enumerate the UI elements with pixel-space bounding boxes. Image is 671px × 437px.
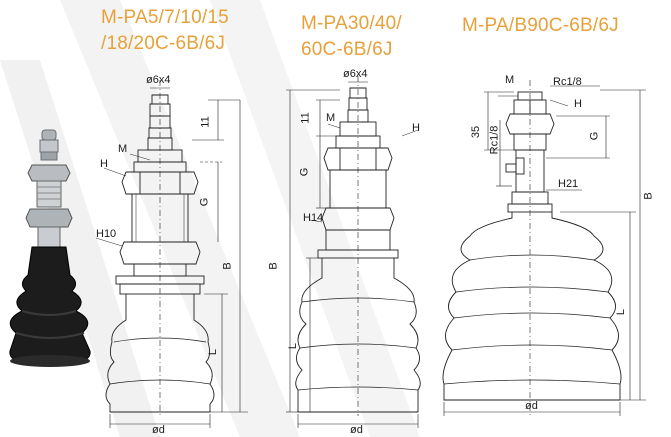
d1-h10-label: H10	[96, 228, 117, 240]
d2-m-label: M	[326, 112, 336, 124]
d2-g-label: G	[298, 167, 311, 177]
d1-od-label: ød	[152, 424, 165, 436]
d3-dim35-label: 35	[470, 125, 483, 139]
d3-g-label: G	[588, 131, 601, 141]
d3-b-label: B	[642, 192, 655, 200]
d1-hose-label: ø6x4	[146, 74, 171, 86]
d3-rc-side-label: Rc1/8	[488, 125, 501, 155]
model-1-title-line1: M-PA5/7/10/15	[101, 7, 229, 28]
d3-m-label: M	[505, 74, 515, 86]
drawing-1	[95, 80, 248, 428]
d1-l-label: L	[207, 348, 220, 356]
d1-m-label: M	[118, 143, 128, 155]
model-1-title-line2: /18/20C-6B/6J	[101, 33, 226, 54]
d2-od-label: ød	[350, 424, 363, 436]
drawing-2	[286, 76, 421, 428]
d2-l-label: L	[287, 342, 300, 350]
model-2-title-line1: M-PA30/40/	[301, 13, 402, 34]
product-photo	[9, 129, 91, 367]
d3-h21-label: H21	[558, 178, 579, 190]
d2-b-label: B	[267, 262, 280, 270]
d1-thread-label: 11	[199, 116, 212, 128]
d1-h-label: H	[100, 158, 108, 170]
d1-g-label: G	[198, 197, 211, 207]
d3-rc-top-label: Rc1/8	[553, 76, 582, 88]
drawing-3	[442, 80, 646, 416]
d2-thread-label: 11	[299, 112, 312, 124]
model-2-title-line2: 60C-6B/6J	[301, 39, 393, 60]
d2-h14-label: H14	[303, 212, 324, 224]
d1-b-label: B	[221, 262, 234, 270]
d3-l-label: L	[615, 308, 628, 316]
d2-h-label: H	[412, 122, 420, 134]
d2-hose-label: ø6x4	[343, 68, 368, 80]
d3-h-label: H	[574, 98, 582, 110]
model-3-title: M-PA/B90C-6B/6J	[462, 15, 619, 36]
d3-od-label: ød	[525, 400, 538, 412]
